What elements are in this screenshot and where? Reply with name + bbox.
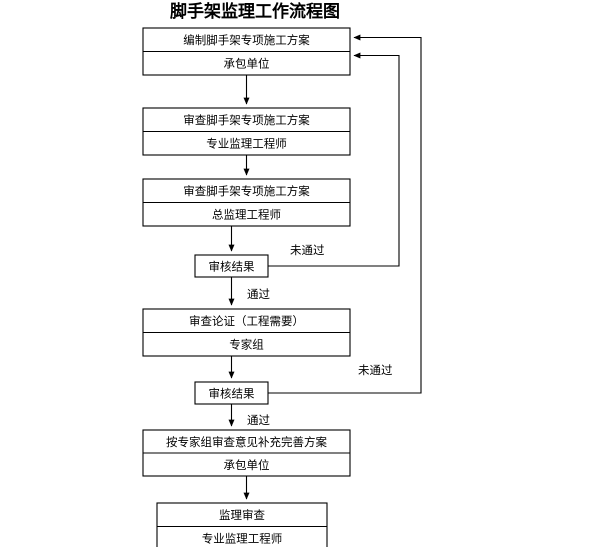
node-label-row2: 承包单位 [224, 458, 270, 472]
node-label-row1: 监理审查 [219, 508, 265, 522]
edge-label-fail-1: 未通过 [290, 244, 325, 257]
node-decision-review-result-1[interactable]: 审核结果 [194, 254, 269, 278]
feedback-loop-outer-path [268, 34, 422, 394]
page-title: 脚手架监理工作流程图 [170, 1, 340, 21]
node-label-row2: 专业监理工程师 [202, 532, 283, 546]
node-revise-per-expert-opinion[interactable]: 按专家组审查意见补充完善方案 承包单位 [142, 429, 351, 477]
node-label-row1: 审核结果 [209, 260, 255, 274]
node-label-row1: 审核结果 [209, 387, 255, 401]
node-label-row2: 专业监理工程师 [206, 137, 287, 151]
node-decision-review-result-2[interactable]: 审核结果 [194, 381, 269, 405]
edge-label-fail-2: 未通过 [358, 364, 393, 377]
node-review-by-chief[interactable]: 审查脚手架专项施工方案 总监理工程师 [142, 178, 351, 227]
node-label-row1: 按专家组审查意见补充完善方案 [166, 435, 327, 449]
node-supervision-review[interactable]: 监理审查 专业监理工程师 [156, 502, 328, 551]
node-label-row1: 审查论证（工程需要） [189, 314, 304, 328]
node-label-row1: 审查脚手架专项施工方案 [183, 184, 310, 198]
node-review-by-specialist[interactable]: 审查脚手架专项施工方案 专业监理工程师 [142, 107, 351, 156]
feedback-loop-inner-path [268, 52, 400, 267]
edge-label-pass-2: 通过 [247, 414, 270, 427]
node-label-row1: 审查脚手架专项施工方案 [183, 113, 310, 127]
node-label-row2: 专家组 [229, 338, 264, 352]
edge-label-pass-1: 通过 [247, 288, 270, 301]
node-label-row2: 承包单位 [224, 57, 270, 71]
node-expert-demonstration[interactable]: 审查论证（工程需要） 专家组 [142, 308, 351, 357]
node-label-row1: 编制脚手架专项施工方案 [183, 33, 310, 47]
node-prepare-plan[interactable]: 编制脚手架专项施工方案 承包单位 [142, 27, 351, 76]
node-label-row2: 总监理工程师 [212, 208, 281, 222]
